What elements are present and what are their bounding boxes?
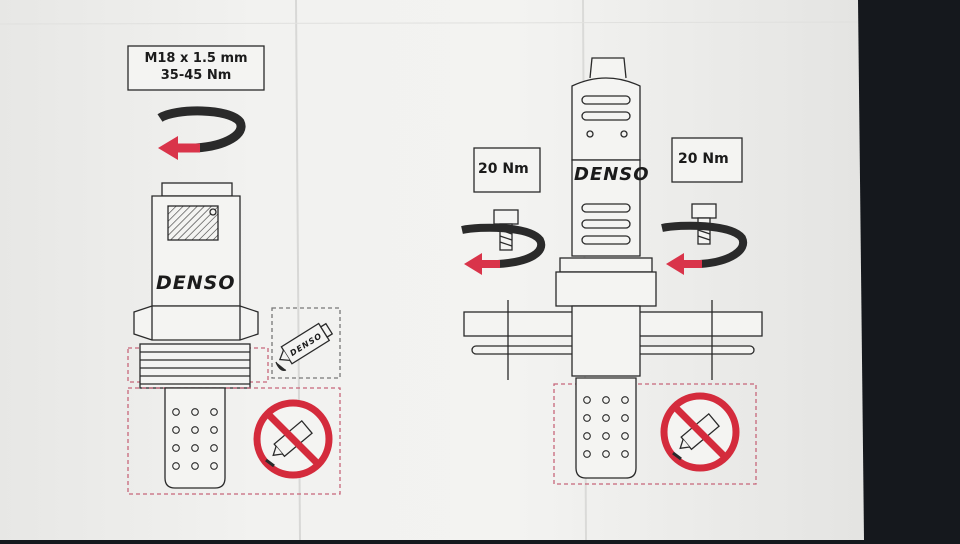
left-bolt-torque: 20 Nm — [478, 161, 529, 177]
spec-box-text: M18 x 1.5 mm 35-45 Nm — [128, 50, 264, 84]
spec-box — [127, 45, 265, 91]
sensor-cap — [161, 182, 233, 197]
sensor-body — [571, 159, 641, 257]
boot-dot — [586, 130, 594, 138]
fold-crease — [0, 21, 859, 25]
no-grease-prohibition-icon — [660, 392, 740, 472]
sensor-probe — [164, 387, 226, 489]
sensor-collar — [559, 257, 653, 273]
thread-spec: M18 x 1.5 mm — [144, 51, 248, 66]
right-bolt-torque: 20 Nm — [678, 151, 729, 167]
body-slot — [581, 203, 631, 213]
right-torque-box — [671, 137, 743, 183]
grease-tube-icon — [278, 322, 334, 365]
sensor-thread — [139, 343, 251, 389]
torque-spec: 35-45 Nm — [160, 68, 232, 83]
right-figure — [461, 57, 763, 485]
sensor-shank — [571, 305, 641, 377]
sensor-boot — [571, 77, 641, 161]
boot-slot — [581, 111, 631, 121]
grease-tube-box — [271, 307, 341, 379]
probe-holes — [583, 396, 629, 458]
sensor-probe — [575, 377, 637, 479]
probe-holes — [172, 408, 218, 470]
sensor-hex-nut — [133, 305, 259, 341]
left-figure — [127, 45, 341, 495]
rotation-arrow-icon — [661, 221, 748, 275]
left-sensor-brand: DENSO — [156, 272, 236, 294]
rotation-arrow-icon — [157, 106, 246, 160]
rotation-arrow-icon — [461, 223, 546, 275]
sensor-flange — [555, 271, 657, 307]
boot-dot — [620, 130, 628, 138]
left-torque-box — [473, 147, 541, 193]
sensor-cable — [589, 57, 627, 79]
grease-drop — [275, 361, 287, 371]
body-slot — [581, 219, 631, 229]
body-slot — [581, 235, 631, 245]
probe-dashed-box — [127, 387, 341, 495]
no-grease-prohibition-icon — [253, 399, 333, 479]
boot-slot — [581, 95, 631, 105]
right-sensor-brand: DENSO — [574, 164, 650, 185]
sensor-dot — [209, 208, 217, 216]
probe-dashed-box — [553, 383, 757, 485]
